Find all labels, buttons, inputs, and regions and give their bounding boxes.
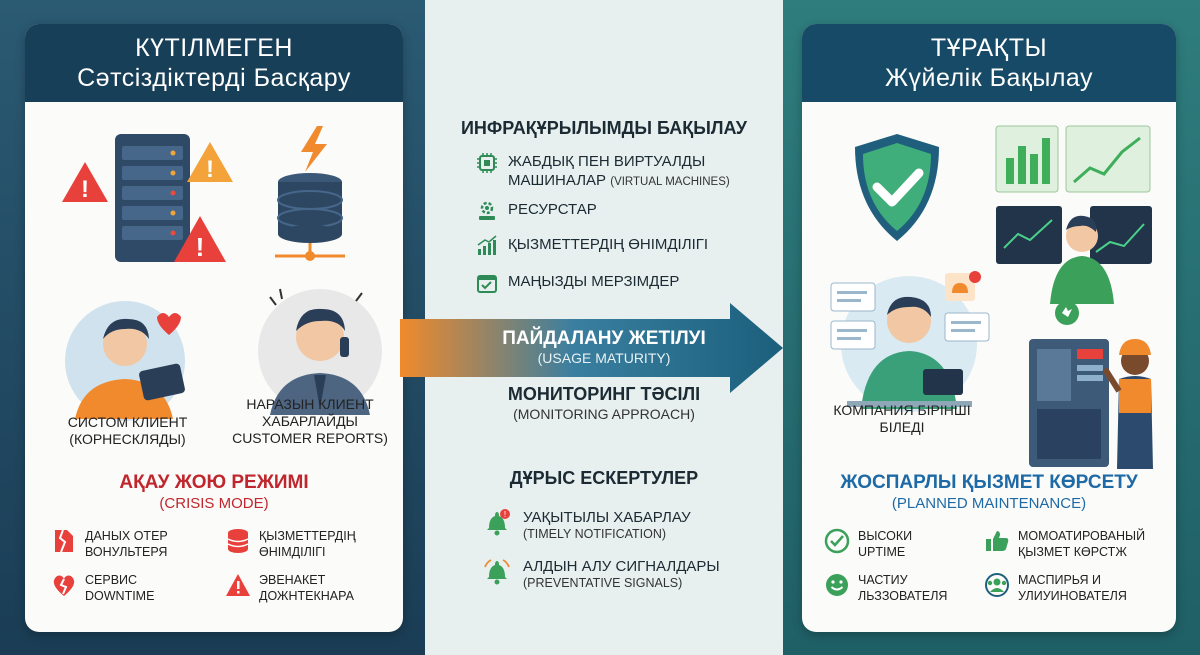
planned-item-line2: ЛЬЗЗОВАТЕЛЯ xyxy=(858,589,948,603)
infra-item-line1: ҚЫЗМЕТТЕРДІҢ ӨНІМДІЛІГІ xyxy=(508,236,709,253)
calendar-check-icon xyxy=(477,275,497,293)
crisis-item-line2: ӨНІМДІЛІГІ xyxy=(259,545,326,559)
maturity-title: ПАЙДАЛАНУ ЖЕТІЛУІ xyxy=(502,328,706,349)
alert-line2: (PREVENTATIVE SIGNALS) xyxy=(523,576,683,590)
client2-label: НАРАЗЫН КЛИЕНТ ХАБАРЛАЙДЫ CUSTOMER REPOR… xyxy=(225,396,395,447)
svg-text:!: ! xyxy=(206,156,214,183)
infra-item-performance: ҚЫЗМЕТТЕРДІҢ ӨНІМДІЛІГІ xyxy=(476,235,708,257)
crisis-item-performance: ҚЫЗМЕТТЕРДІҢ ӨНІМДІЛІГІ xyxy=(225,528,356,560)
crisis-item-line2: ВОНУЛЬТЕРЯ xyxy=(85,545,168,559)
client2-line3: CUSTOMER REPORTS) xyxy=(232,430,388,446)
planned-mode-subtitle: (PLANNED MAINTENANCE) xyxy=(891,495,1087,512)
infra-item-resources: РЕСУРСТАР xyxy=(476,200,597,222)
proactive-panel: ТҰРАҚТЫ Жүйелік Бақылау xyxy=(802,24,1176,632)
client1-line1: СИСТОМ КЛИЕНТ xyxy=(67,414,188,430)
crisis-mode-title: АҚАУ ЖОЮ РЕЖИМІ xyxy=(119,472,309,493)
planned-item-line1: МОМОАТИРОВАНЫЙ xyxy=(1018,529,1146,543)
reactive-panel: КҮТІЛМЕГЕН Сәтсіздіктерді Басқару ! ! ! xyxy=(25,24,403,632)
monitoring-dashboard-illustration xyxy=(995,125,1152,304)
client1-line2: (КОРНЕСКЛЯДЫ) xyxy=(69,431,186,447)
infra-item-line1: МАҢЫЗДЫ МЕРЗІМДЕР xyxy=(508,273,680,290)
infra-item-line2: МАШИНАЛАР xyxy=(508,172,607,189)
approach-subtitle: (MONITORING APPROACH) xyxy=(513,406,695,422)
proactive-title-line2: Жүйелік Бақылау xyxy=(884,64,1094,92)
client2-line1: НАРАЗЫН КЛИЕНТ xyxy=(246,396,374,412)
database-outage-illustration xyxy=(275,126,345,261)
approach-title: МОНИТОРИНГ ТӘСІЛІ xyxy=(507,384,701,404)
infra-item-small: (VIRTUAL MACHINES) xyxy=(610,176,730,188)
planned-item-line2: ҚЫЗМЕТ КӨРСТЖ xyxy=(1018,545,1127,559)
company-line2: БІЛЕДІ xyxy=(879,419,925,435)
crisis-item-line1: ЭВЕНАКЕТ xyxy=(259,573,326,587)
crisis-mode-subtitle: (CRISIS MODE) xyxy=(159,495,269,512)
shield-check-illustration xyxy=(855,134,939,241)
failing-server-illustration: ! ! ! xyxy=(62,134,233,262)
planned-item-line1: ВЫСОКИ xyxy=(858,529,913,543)
alert-line2: (TIMELY NOTIFICATION) xyxy=(523,527,667,541)
infra-item-deadlines: МАҢЫЗДЫ МЕРЗІМДЕР xyxy=(476,272,679,294)
planned-item-line2: UPTIME xyxy=(858,545,906,559)
infra-item-vms: ЖАБДЫҚ ПЕН ВИРТУАЛДЫ МАШИНАЛАР (VIRTUAL … xyxy=(476,152,730,192)
users-globe-icon xyxy=(985,573,1009,597)
planned-item-users: МАСПИРЬЯ И УЛИУИНОВАТЕЛЯ xyxy=(984,572,1127,604)
alert-line1: АЛДЫН АЛУ СИГНАЛДАРЫ xyxy=(523,558,720,575)
proactive-title-line1: ТҰРАҚТЫ xyxy=(930,34,1048,62)
infrastructure-title: ИНФРАҚҰРЫЛЫМДЫ БАҚЫЛАУ xyxy=(460,118,748,138)
broken-file-icon xyxy=(55,529,73,553)
alert-item-timely: ! УАҚЫТЫЛЫ ХАБАРЛАУ(TIMELY NOTIFICATION) xyxy=(483,508,691,541)
database-icon xyxy=(227,529,249,553)
reactive-title-line2: Сәтсіздіктерді Басқару xyxy=(77,64,351,92)
check-circle-icon xyxy=(824,528,850,554)
crisis-item-line2: DOWNTIME xyxy=(85,589,155,603)
warning-icon xyxy=(226,574,250,596)
reactive-panel-header: КҮТІЛМЕГЕН Сәтсіздіктерді Басқару xyxy=(25,24,403,102)
chip-icon xyxy=(477,153,497,173)
client2-line2: ХАБАРЛАЙДЫ xyxy=(262,413,358,429)
crisis-item-data-loss: ДАНЫХ ОТЕР ВОНУЛЬТЕРЯ xyxy=(51,528,168,560)
bell-alert-icon: ! xyxy=(487,509,510,536)
maturity-subtitle: (USAGE MATURITY) xyxy=(537,350,671,366)
stressed-client-illustration xyxy=(258,288,382,415)
planned-item-line1: ЧАСТИУ xyxy=(858,573,908,587)
planned-item-automated: МОМОАТИРОВАНЫЙ ҚЫЗМЕТ КӨРСТЖ xyxy=(984,528,1145,560)
technician-maintenance-illustration xyxy=(1029,301,1153,469)
thumbs-up-icon xyxy=(986,531,1009,551)
client1-label: СИСТОМ КЛИЕНТ (КОРНЕСКЛЯДЫ) xyxy=(45,414,210,448)
svg-text:!: ! xyxy=(81,176,89,203)
broken-heart-icon xyxy=(53,575,75,596)
crisis-item-incident: ЭВЕНАКЕТ ДОЖНТЕКНАРА xyxy=(225,572,354,604)
svg-text:!: ! xyxy=(504,510,506,519)
proactive-panel-header: ТҰРАҚТЫ Жүйелік Бақылау xyxy=(802,24,1176,102)
crisis-item-line2: ДОЖНТЕКНАРА xyxy=(259,589,354,603)
gears-icon xyxy=(479,201,495,220)
planned-item-uptime: ВЫСОКИ UPTIME xyxy=(824,528,912,560)
growth-chart-icon xyxy=(477,235,497,255)
bell-icon xyxy=(484,559,510,585)
planned-item-satisfaction: ЧАСТИУ ЛЬЗЗОВАТЕЛЯ xyxy=(824,572,947,604)
planned-mode-title: ЖОСПАРЛЫ ҚЫЗМЕТ КӨРСЕТУ xyxy=(840,472,1138,493)
smile-icon xyxy=(826,574,848,596)
planned-item-line2: УЛИУИНОВАТЕЛЯ xyxy=(1018,589,1127,603)
alert-line1: УАҚЫТЫЛЫ ХАБАРЛАУ xyxy=(523,509,691,526)
reactive-title-line1: КҮТІЛМЕГЕН xyxy=(135,34,293,62)
planned-item-line1: МАСПИРЬЯ И xyxy=(1018,573,1101,587)
svg-text:!: ! xyxy=(196,232,205,262)
infra-item-line1: РЕСУРСТАР xyxy=(508,201,597,218)
alerts-title: ДҰРЫС ЕСКЕРТУЛЕР xyxy=(509,468,699,488)
company-label: КОМПАНИЯ БІРІНШІ БІЛЕДІ xyxy=(817,402,987,436)
crisis-item-downtime: СЕРВИС DOWNTIME xyxy=(51,572,154,604)
confused-client-illustration xyxy=(65,301,185,421)
crisis-item-line1: ДАНЫХ ОТЕР xyxy=(85,529,168,543)
maturity-arrow xyxy=(400,303,783,393)
alert-item-preventative: АЛДЫН АЛУ СИГНАЛДАРЫ(PREVENTATIVE SIGNAL… xyxy=(483,557,720,590)
company-line1: КОМПАНИЯ БІРІНШІ xyxy=(833,402,971,418)
crisis-item-line1: СЕРВИС xyxy=(85,573,138,587)
crisis-item-line1: ҚЫЗМЕТТЕРДІҢ xyxy=(259,529,356,543)
company-notices-first-illustration xyxy=(830,271,990,412)
infra-item-line1: ЖАБДЫҚ ПЕН ВИРТУАЛДЫ xyxy=(508,153,706,170)
